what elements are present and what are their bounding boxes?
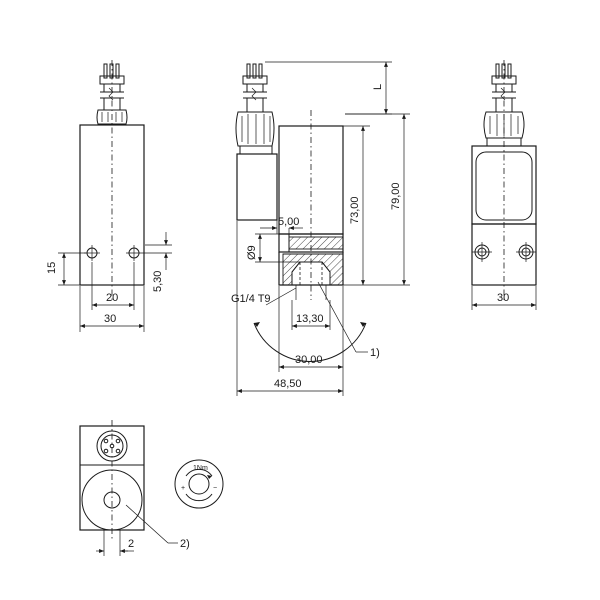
dim-5-30: 5,30: [152, 271, 164, 292]
dim-dia-9: Ø9: [246, 245, 258, 260]
dim-30-right: 30: [497, 292, 509, 304]
bottom-view: 2 2): [79, 420, 190, 556]
svg-text:+: +: [181, 485, 185, 492]
torque-symbol: 1Nm + −: [174, 459, 224, 509]
connector-pins-side: [242, 63, 268, 112]
dim-2: 2: [128, 538, 134, 550]
dim-79: 79,00: [390, 182, 402, 210]
dim-5: 5,00: [278, 216, 299, 228]
dim-48-50: 48,50: [274, 378, 302, 390]
svg-text:−: −: [213, 485, 217, 492]
torque-label: 1Nm: [193, 465, 208, 472]
wrench-arc: [253, 322, 367, 362]
dim-13-30: 13,30: [296, 313, 324, 325]
dim-15: 15: [46, 262, 58, 274]
front-view: 15 5,30 20 30: [46, 60, 172, 332]
dim-30-front: 30: [104, 313, 116, 325]
dim-L: L: [372, 84, 384, 90]
callout-1: 1): [370, 347, 380, 359]
thread-label: G1/4 T9: [231, 293, 271, 305]
dim-30-side: 30,00: [295, 354, 323, 366]
dim-20: 20: [106, 292, 118, 304]
right-view: 30: [471, 60, 537, 310]
side-view: L 73,00 79,00 5,00 Ø9 G1/4 T9 13,30: [231, 61, 410, 396]
callout-2: 2): [180, 538, 190, 550]
dim-73: 73,00: [349, 196, 361, 224]
